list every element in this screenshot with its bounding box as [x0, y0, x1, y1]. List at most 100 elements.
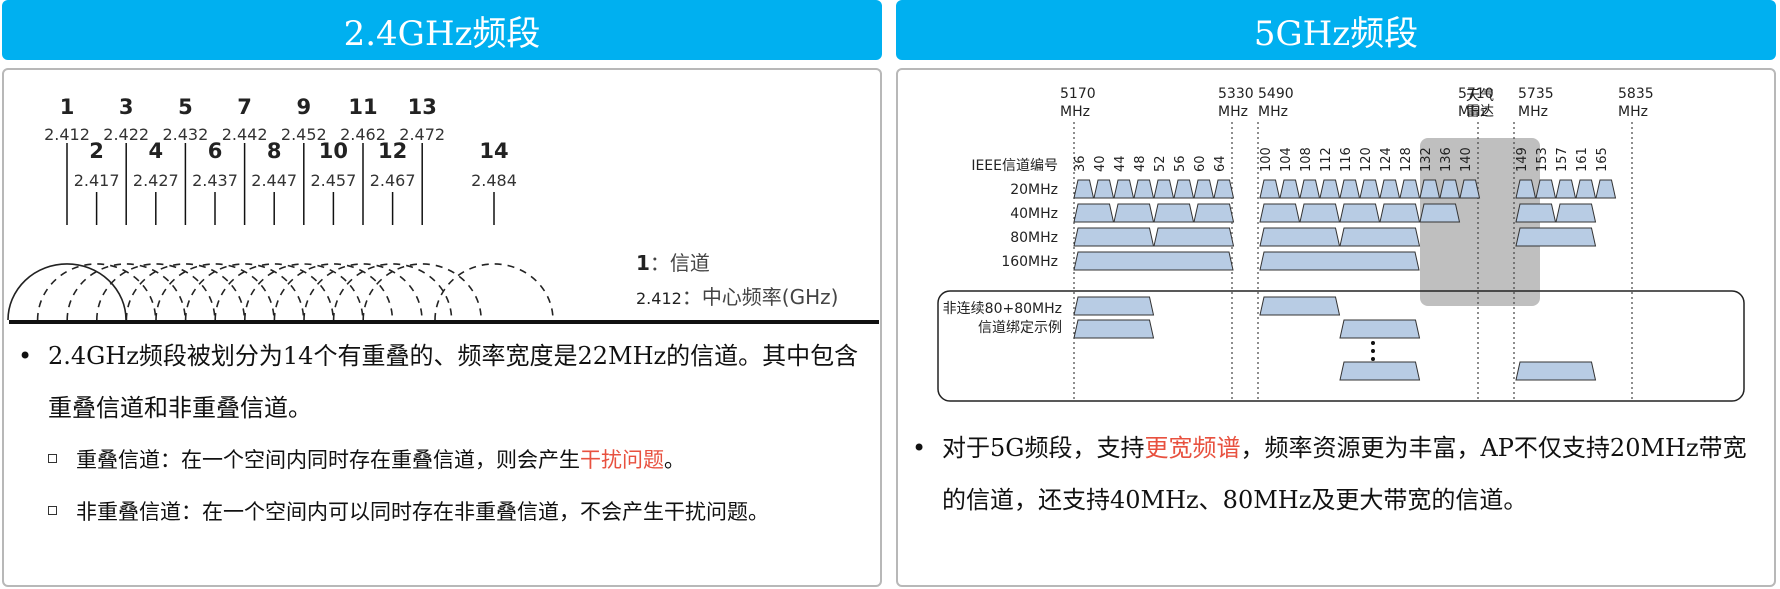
freq-mark-value: 5490 — [1258, 86, 1294, 102]
channel-block — [1153, 227, 1235, 247]
channel-block — [1339, 319, 1421, 339]
channel-block — [1339, 179, 1361, 199]
freq-mark-unit: MHz — [1458, 104, 1488, 120]
channel-block — [1339, 361, 1421, 381]
freq-mark-unit: MHz — [1258, 104, 1288, 120]
channel-block — [1515, 203, 1557, 223]
channel-block — [1259, 227, 1341, 247]
channel-number: 6 — [208, 139, 223, 163]
channel-freq: 2.422 — [103, 125, 149, 144]
channel-number: 3 — [119, 95, 134, 119]
freq-mark-value: 5330 — [1218, 86, 1254, 102]
channel-freq: 2.412 — [44, 125, 90, 144]
bullet-overlap: 重叠信道：在一个空间内同时存在重叠信道，则会产生干扰问题。 — [18, 434, 866, 486]
channel-block — [1073, 203, 1115, 223]
bandwidth-label: 160MHz — [1001, 254, 1058, 270]
channel-number: 136 — [1439, 147, 1454, 172]
channel-number: 128 — [1399, 147, 1414, 172]
channel-block — [1279, 179, 1301, 199]
channel-block — [1173, 179, 1195, 199]
channel-block — [1073, 251, 1234, 271]
channel-block — [1535, 179, 1557, 199]
channel-number: 132 — [1419, 147, 1434, 172]
channel-number: 161 — [1575, 147, 1590, 172]
channel-block — [1259, 203, 1301, 223]
bullet-non-overlap: 非重叠信道：在一个空间内可以同时存在非重叠信道，不会产生干扰问题。 — [18, 486, 866, 538]
channel-block — [1439, 179, 1461, 199]
channel-number: 40 — [1093, 155, 1108, 172]
channel-block — [1595, 179, 1617, 199]
channel-number: 44 — [1113, 155, 1128, 172]
channel-number: 120 — [1359, 147, 1374, 172]
radar-label-1: 天气 — [1466, 88, 1494, 104]
channel-number: 124 — [1379, 147, 1394, 172]
channel-number: 1 — [60, 95, 75, 119]
channel-block — [1093, 179, 1115, 199]
freq-mark-unit: MHz — [1618, 104, 1648, 120]
channel-number: 64 — [1213, 155, 1228, 172]
freq-mark-unit: MHz — [1218, 104, 1248, 120]
channel-block — [1555, 179, 1577, 199]
channel-freq: 2.472 — [399, 125, 445, 144]
noncontig-box — [937, 290, 1745, 402]
channel-number: 104 — [1279, 147, 1294, 172]
channel-block — [1459, 179, 1481, 199]
channel-block — [1399, 179, 1421, 199]
channel-block — [1073, 227, 1155, 247]
radar-label-2: 雷达 — [1466, 104, 1494, 120]
channel-freq: 2.452 — [281, 125, 327, 144]
channel-freq: 2.457 — [310, 171, 356, 190]
channel-block — [1299, 203, 1341, 223]
channel-number: 56 — [1173, 155, 1188, 172]
channel-number: 140 — [1459, 147, 1474, 172]
legend-channel: 1：信道 — [636, 251, 710, 275]
channel-number: 5 — [178, 95, 193, 119]
channel-number: 11 — [348, 95, 377, 119]
channel-number: 116 — [1339, 147, 1354, 172]
channel-block — [1073, 319, 1155, 339]
channel-block — [1073, 296, 1155, 316]
channel-number: 36 — [1073, 155, 1088, 172]
freq-mark-unit: MHz — [1060, 104, 1090, 120]
channel-block — [1133, 179, 1155, 199]
channel-diagram-2-4ghz: 12.41232.42252.43272.44292.452112.462132… — [7, 95, 879, 324]
channel-freq: 2.432 — [162, 125, 208, 144]
channel-block — [1213, 179, 1235, 199]
channel-freq: 2.447 — [251, 171, 297, 190]
channel-block — [1339, 227, 1421, 247]
channel-block — [1153, 179, 1175, 199]
channel-block — [1339, 203, 1381, 223]
bullet-main: •2.4GHz频段被划分为14个有重叠的、频率宽度是22MHz的信道。其中包含重… — [18, 342, 859, 422]
channel-number: 13 — [408, 95, 437, 119]
freq-mark-value: 5710 — [1458, 86, 1494, 102]
channel-number: 157 — [1555, 147, 1570, 172]
channel-block — [1575, 179, 1597, 199]
channel-freq: 2.417 — [74, 171, 120, 190]
freq-mark-unit: MHz — [1518, 104, 1548, 120]
channel-number: 4 — [148, 139, 163, 163]
channel-number: 8 — [267, 139, 282, 163]
bullet-5g: •对于5G频段，支持更宽频谱，频率资源更为丰富，AP不仅支持20MHz带宽的信道… — [912, 434, 1747, 514]
channel-diagram-5ghz: 5170MHz5330MHz5490MHz5710MHz5735MHz5835M… — [937, 86, 1745, 402]
header-title: 5GHz频段 — [1253, 13, 1419, 54]
channel-block — [1113, 179, 1135, 199]
channel-freq: 2.467 — [370, 171, 416, 190]
channel-block — [1153, 203, 1195, 223]
ellipsis-vertical — [1371, 341, 1375, 361]
channel-block — [1515, 227, 1597, 247]
channel-block — [1113, 203, 1155, 223]
channel-block — [1193, 179, 1215, 199]
channel-block — [1259, 296, 1341, 316]
channel-number: 108 — [1299, 147, 1314, 172]
channel-number: 12 — [378, 139, 407, 163]
ieee-label: IEEE信道编号 — [971, 158, 1058, 174]
noncontig-label-1: 非连续80+80MHz — [943, 300, 1062, 317]
channel-block — [1259, 179, 1281, 199]
channel-freq: 2.442 — [222, 125, 268, 144]
legend-center-freq: 2.412：中心频率(GHz) — [636, 285, 838, 309]
channel-block — [1073, 179, 1095, 199]
channel-number: 52 — [1153, 155, 1168, 172]
channel-block — [1193, 203, 1235, 223]
